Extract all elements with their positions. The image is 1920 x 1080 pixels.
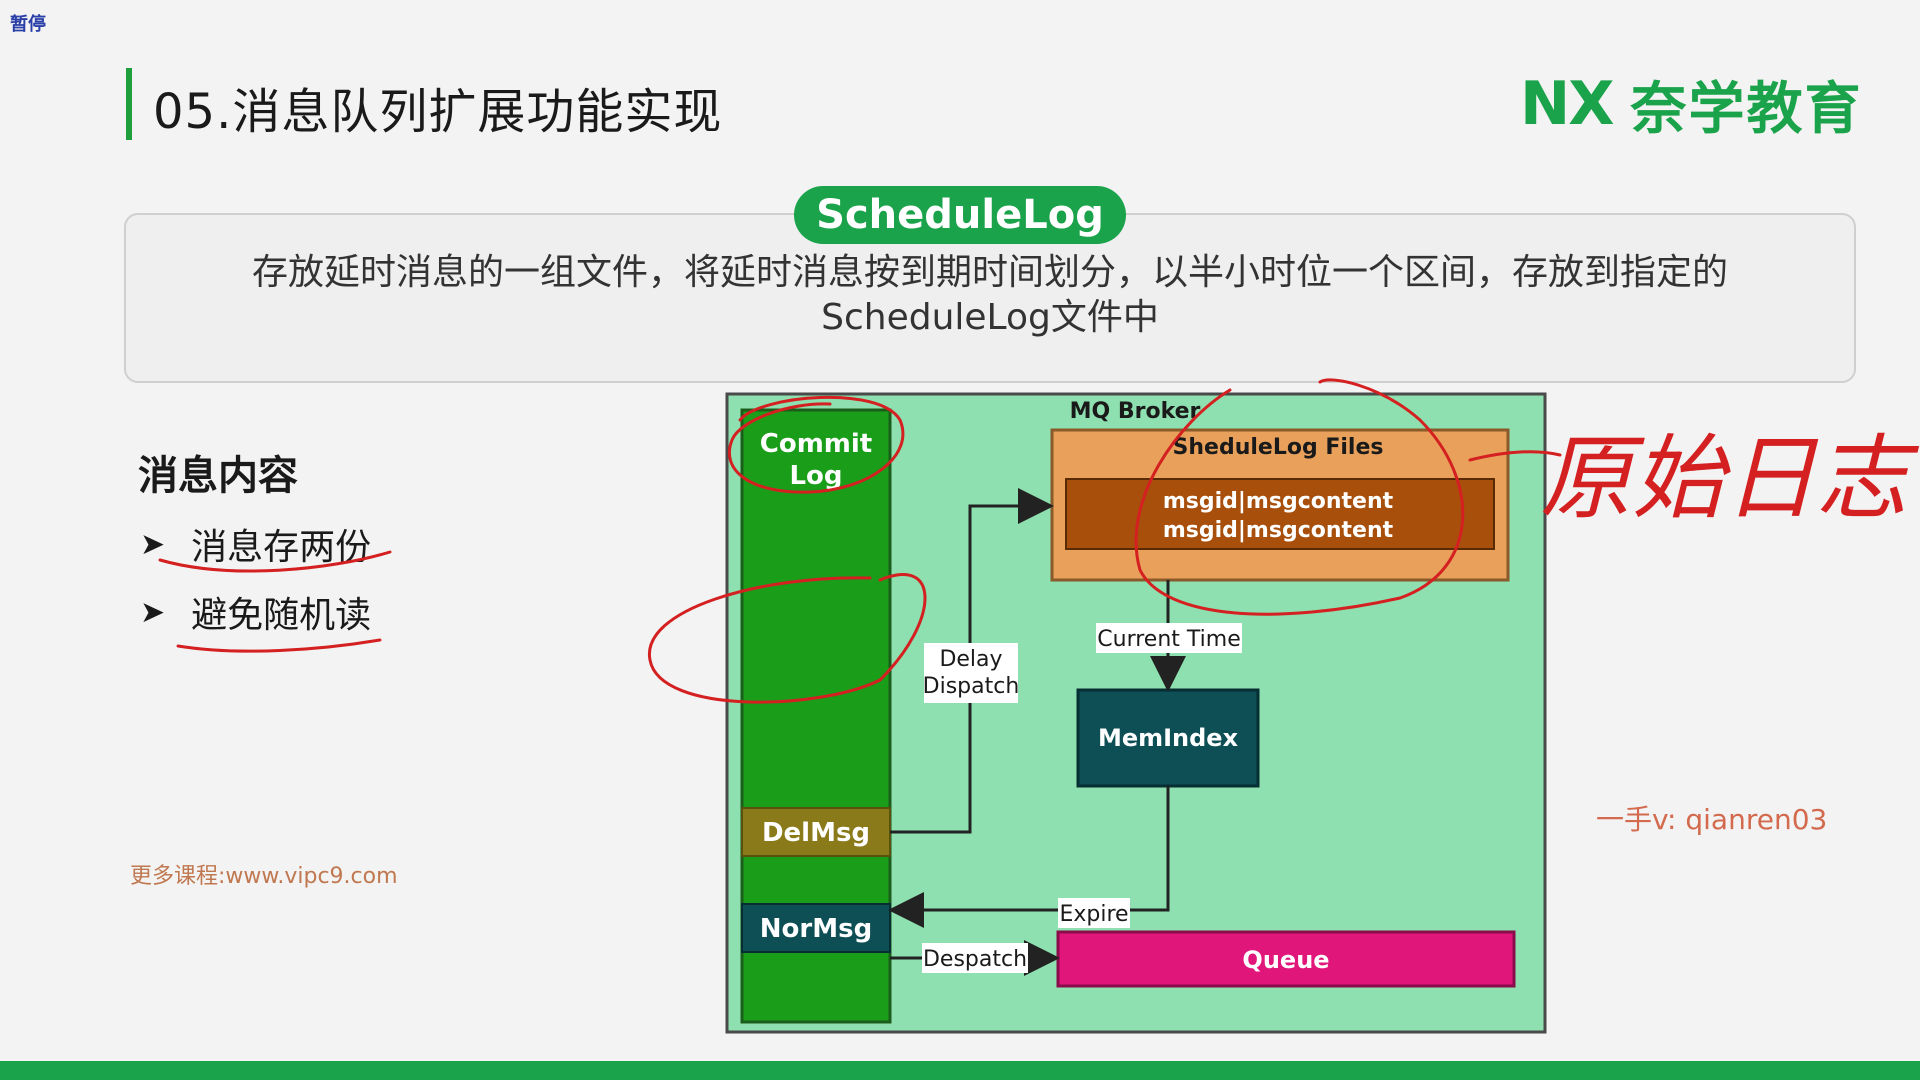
- section-title: 消息内容: [138, 453, 298, 499]
- schedulelog-files-title: SheduleLog Files: [1173, 435, 1384, 460]
- watermark-url: 更多课程:www.vipc9.com: [130, 864, 398, 889]
- despatch-label-bg: [922, 943, 1028, 973]
- memindex-label: MemIndex: [1098, 724, 1239, 752]
- delay-dispatch-label-line2: Dispatch: [923, 674, 1020, 699]
- schedulelog-row: msgid|msgcontent: [1163, 489, 1394, 514]
- expire-label: Expire: [1059, 902, 1128, 927]
- mq-broker-label: MQ Broker: [1070, 399, 1201, 424]
- slide-title: 05.消息队列扩展功能实现: [153, 84, 723, 140]
- normsg-label: NorMsg: [760, 914, 872, 944]
- current-time-label-bg: [1096, 623, 1242, 653]
- schedulelog-badge: ScheduleLog: [794, 186, 1126, 244]
- despatch-label: Despatch: [923, 947, 1027, 972]
- logo-text: 奈学教育: [1630, 76, 1863, 142]
- queue-label: Queue: [1242, 946, 1329, 974]
- bottom-accent-bar: [0, 1061, 1920, 1080]
- logo-mark: NX: [1520, 69, 1614, 139]
- commit-log-label-line1: Commit: [760, 429, 872, 459]
- delmsg-label: DelMsg: [762, 818, 870, 848]
- delay-dispatch-label-bg: [924, 643, 1018, 703]
- delay-dispatch-label-line1: Delay: [939, 647, 1002, 672]
- brand-logo: NX 奈学教育: [1520, 69, 1862, 142]
- commit-log-label-line2: Log: [789, 461, 842, 491]
- queue-block: [1056, 930, 1516, 988]
- expire-label-bg: [1058, 898, 1130, 928]
- normsg-block: [741, 903, 891, 953]
- expire-arrow: [888, 786, 1170, 928]
- delmsg-block: [741, 807, 891, 857]
- pause-label: 暂停: [10, 14, 46, 35]
- watermark-contact: 一手v: qianren03: [1596, 803, 1828, 836]
- arrow-bullet-icon: ➤: [140, 594, 166, 630]
- memindex-block: [1076, 688, 1260, 788]
- schedulelog-row: msgid|msgcontent: [1163, 518, 1394, 543]
- title-accent-bar: [126, 68, 132, 140]
- schedulelog-description: 存放延时消息的一组文件，将延时消息按到期时间划分，以半小时位一个区间，存放到指定…: [251, 252, 1728, 338]
- bullet-text: 避免随机读: [191, 595, 372, 636]
- current-time-label: Current Time: [1097, 627, 1240, 652]
- bullet-item: ➤ 避免随机读: [140, 586, 371, 638]
